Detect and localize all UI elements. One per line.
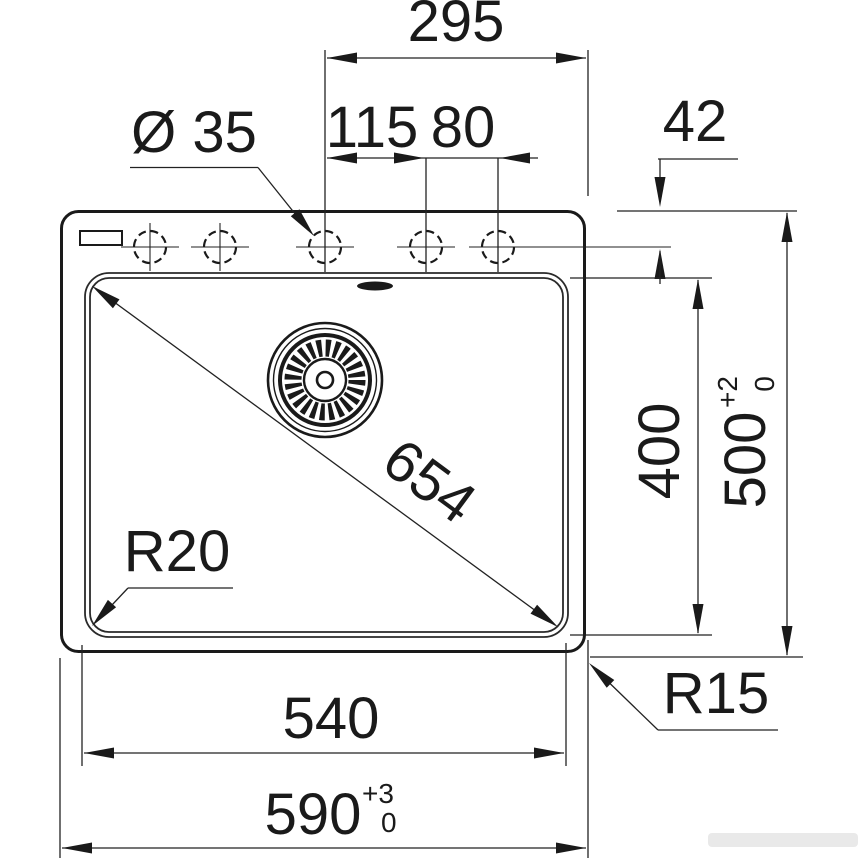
drain-strainer: [266, 321, 384, 439]
dim-hole-pitches: 115 80: [326, 95, 538, 272]
dim-d35-label: Ø 35: [131, 100, 257, 165]
dim-bowl-depth: 400: [570, 277, 712, 636]
dim-500-tol-lower: 0: [749, 376, 780, 392]
bowl-rim: [84, 272, 569, 638]
dim-r20-label: R20: [124, 519, 230, 584]
dim-overall-width: 590 +3 0: [59, 640, 589, 858]
watermark: [708, 833, 858, 847]
dim-115-label: 115: [326, 95, 418, 160]
dim-500-label: 500: [713, 412, 778, 509]
dim-590-tol-upper: +3: [362, 778, 394, 809]
label-hole-diameter: Ø 35: [130, 100, 314, 236]
label-outer-radius: R15: [589, 661, 778, 731]
overflow-slot: [357, 281, 393, 291]
dim-overall-depth: 500 +2 0: [590, 212, 803, 658]
dim-590-label: 590: [265, 782, 362, 847]
dim-400-label: 400: [627, 403, 692, 500]
dim-42-label: 42: [663, 89, 728, 154]
logo-plate: [79, 230, 123, 246]
dim-80-label: 80: [431, 95, 496, 160]
dim-edge-to-holes: 42: [617, 89, 797, 284]
dim-295-label: 295: [408, 0, 505, 54]
label-bowl-radius: R20: [92, 519, 233, 626]
dim-500-tol-upper: +2: [712, 376, 743, 408]
dim-540-label: 540: [283, 686, 380, 751]
dim-faucet-span: 295: [324, 0, 589, 272]
dim-r15-label: R15: [663, 661, 769, 726]
dim-bowl-width: 540: [81, 643, 567, 766]
dim-590-tol-lower: 0: [381, 807, 397, 838]
